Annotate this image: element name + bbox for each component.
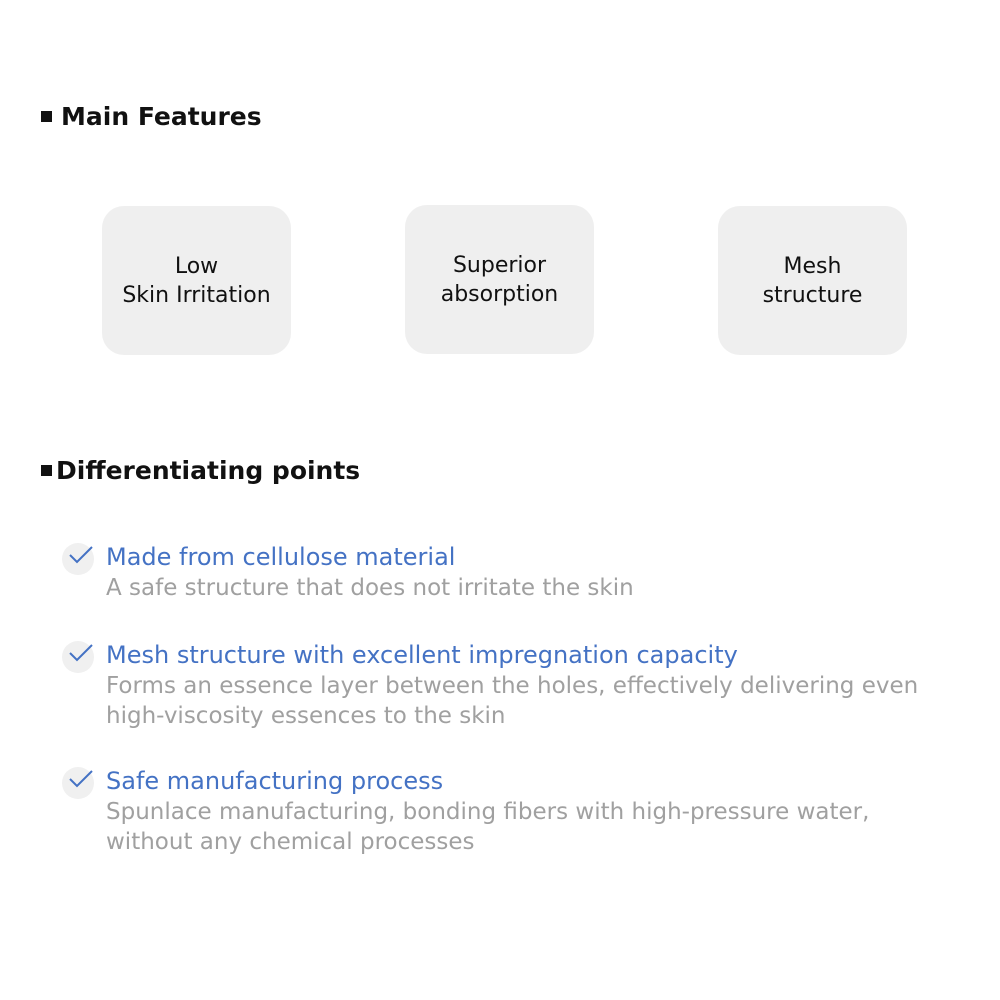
list-item: Mesh structure with excellent impregnati… bbox=[62, 639, 946, 731]
square-bullet-icon bbox=[41, 465, 52, 476]
heading-text: Differentiating points bbox=[56, 456, 361, 485]
feature-card: Mesh structure bbox=[718, 206, 907, 355]
section-heading-main-features: Main Features bbox=[41, 102, 262, 131]
item-title: Made from cellulose material bbox=[106, 543, 456, 571]
check-icon bbox=[62, 767, 94, 799]
card-line: Mesh bbox=[783, 253, 842, 279]
item-desc: A safe structure that does not irritate … bbox=[106, 575, 634, 601]
card-line: Low bbox=[174, 253, 219, 279]
item-desc: Spunlace manufacturing, bonding fibers w… bbox=[106, 799, 870, 825]
item-desc: high-viscosity essences to the skin bbox=[106, 703, 506, 729]
card-line: structure bbox=[762, 282, 863, 308]
section-heading-differentiating: Differentiating points bbox=[41, 456, 360, 485]
check-icon bbox=[62, 543, 94, 575]
item-title: Safe manufacturing process bbox=[106, 767, 444, 795]
feature-card: Superior absorption bbox=[405, 205, 594, 354]
heading-text: Main Features bbox=[61, 102, 262, 131]
card-line: Superior bbox=[452, 252, 547, 278]
item-desc: Forms an essence layer between the holes… bbox=[106, 673, 919, 699]
item-title: Mesh structure with excellent impregnati… bbox=[106, 641, 738, 669]
list-item: Made from cellulose material A safe stru… bbox=[62, 541, 946, 603]
item-desc: without any chemical processes bbox=[106, 829, 475, 855]
square-bullet-icon bbox=[41, 111, 52, 122]
card-line: Skin Irritation bbox=[122, 282, 271, 308]
list-item: Safe manufacturing process Spunlace manu… bbox=[62, 765, 946, 857]
check-icon bbox=[62, 641, 94, 673]
card-line: absorption bbox=[440, 281, 559, 307]
